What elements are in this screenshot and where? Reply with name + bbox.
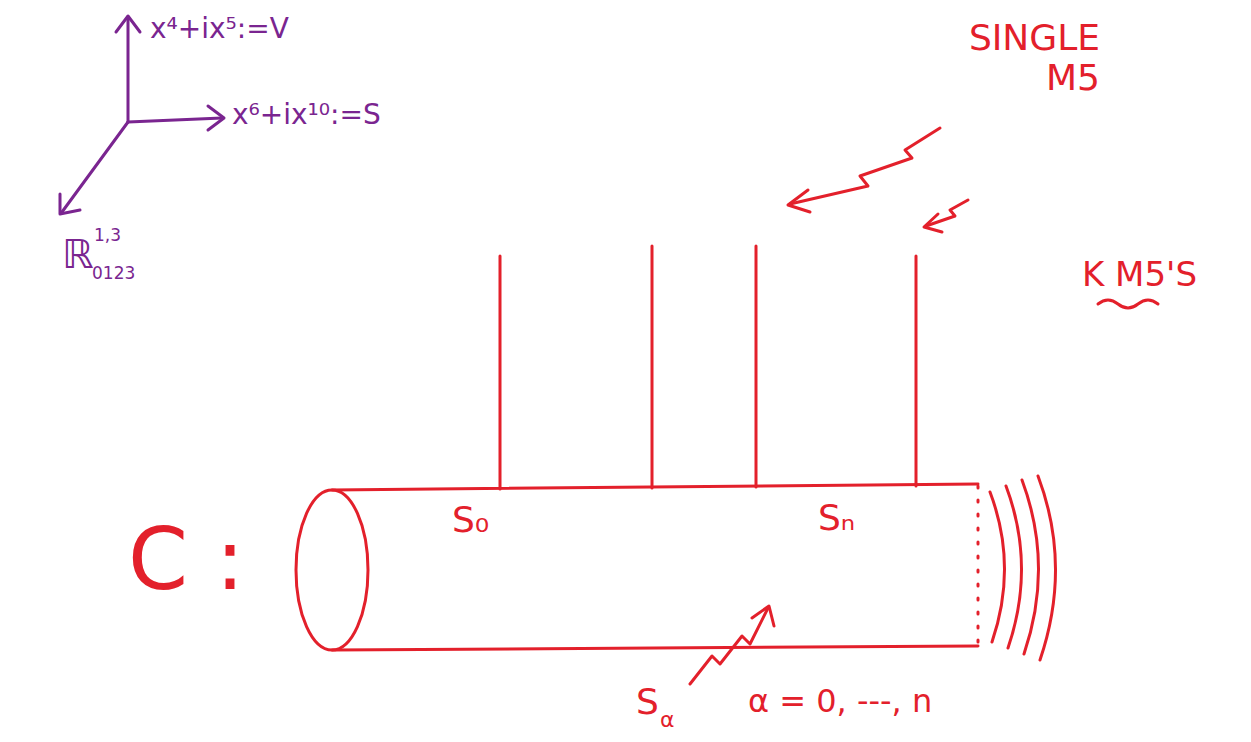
subscript: α <box>660 708 675 732</box>
position-label: S₀ <box>452 500 489 540</box>
m5-brane <box>499 256 502 489</box>
axis-label: x⁶+ix¹⁰:=S <box>232 100 381 131</box>
curve-name: C : <box>128 512 244 607</box>
cylinder-bottom <box>332 646 978 650</box>
index-range: α = 0, ---, n <box>748 684 932 719</box>
cylinder-top <box>332 484 978 490</box>
spacetime-label: ℝ <box>62 232 94 276</box>
s-axis-head <box>208 106 224 130</box>
m5-brane <box>915 256 918 486</box>
k-m5-arc <box>1006 486 1022 648</box>
k-m5-arc <box>1038 476 1056 660</box>
k-brace <box>1098 300 1158 308</box>
brane-note: K M5'S <box>1082 256 1197 293</box>
v-axis-head <box>116 16 140 32</box>
cylinder-dotted-end <box>977 486 980 646</box>
k-m5-arc <box>990 492 1005 642</box>
pointer-head <box>788 190 810 212</box>
position-label: S <box>636 682 659 722</box>
m5-brane <box>651 246 654 488</box>
pointer-arrow <box>926 200 968 226</box>
pointer-arrow <box>690 608 768 684</box>
axes <box>60 16 224 214</box>
pointer-head <box>752 606 774 626</box>
position-label: Sₙ <box>818 498 855 538</box>
cylinder-end <box>296 490 368 650</box>
m-theory-curve <box>296 128 1158 684</box>
m5-brane <box>755 246 758 487</box>
k-m5-arc <box>1022 480 1039 654</box>
r13-axis-head <box>60 194 80 214</box>
axis-label: x⁴+ix⁵:=V <box>150 14 289 45</box>
s-axis <box>128 118 222 122</box>
pointer-head <box>924 214 942 232</box>
v-axis <box>127 18 130 122</box>
subscript: 0123 <box>92 264 135 283</box>
r13-axis <box>62 122 128 212</box>
brane-note: SINGLE M5 <box>930 18 1100 97</box>
superscript: 1,3 <box>94 226 121 245</box>
pointer-arrow <box>790 128 940 204</box>
